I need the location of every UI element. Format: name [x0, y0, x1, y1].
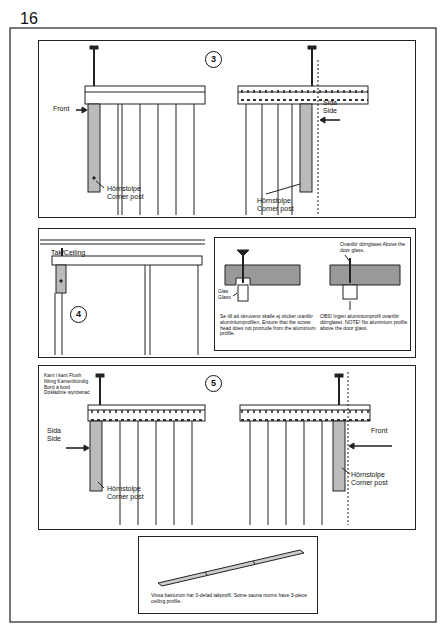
ceiling-detail — [40, 240, 205, 355]
ceiling-profile-right-2 — [240, 372, 392, 525]
ceiling-profile-left-2 — [66, 374, 205, 525]
callout-number: 4 — [70, 306, 87, 323]
profile-section — [225, 250, 400, 310]
label-text: Glas Glass — [218, 289, 238, 301]
label-text: Hörnstolpe Corner post — [257, 197, 303, 213]
label-text: Sida Side — [47, 427, 71, 443]
label-text: Sida Side — [323, 99, 347, 115]
callout-text: 4 — [76, 310, 81, 319]
ceiling-profile-right — [238, 46, 368, 215]
step-panel: Tak/Ceiling 4 Glas Glass Se till att skruve… — [38, 228, 416, 358]
label-text: Se till att skruvens skalle ej sticker u… — [220, 314, 318, 337]
label-text: Kant i kant Flush fitting Kantenbündig B… — [44, 373, 90, 396]
page-number: 16 — [20, 10, 38, 28]
ceiling-profile-left — [76, 46, 205, 215]
detail-inset: Glas Glass Se till att skruvens skalle ej… — [214, 237, 411, 351]
label-text: Hörnstolpe Corner post — [107, 185, 153, 201]
label-text: Tak/Ceiling — [51, 249, 85, 257]
note-panel: Vissa basturum har 3-delad takprofil. So… — [138, 536, 318, 614]
page-frame — [10, 28, 436, 622]
label-text: Front — [53, 105, 79, 113]
label-text: OBS! Ingen aluminiumprofil ovanför dörrg… — [320, 314, 408, 331]
callout-number: 3 — [205, 51, 222, 68]
three-piece-profile — [158, 550, 304, 586]
callout-number: 5 — [205, 375, 222, 392]
label-text: Vissa basturum har 3-delad takprofil. So… — [151, 593, 315, 605]
callout-text: 3 — [211, 55, 216, 64]
label-text: Hörnstolpe Corner post — [351, 471, 397, 487]
label-text: Hörnstolpe Corner post — [107, 485, 153, 501]
callout-text: 5 — [211, 379, 216, 388]
label-text: Ovanför dörrglaset Above the door glass. — [340, 242, 406, 254]
step-panel: FrontHörnstolpe Corner post Sida SideHörn… — [38, 40, 416, 218]
step-panel: Kant i kant Flush fitting Kantenbündig B… — [38, 365, 416, 530]
label-text: Front — [371, 427, 387, 435]
